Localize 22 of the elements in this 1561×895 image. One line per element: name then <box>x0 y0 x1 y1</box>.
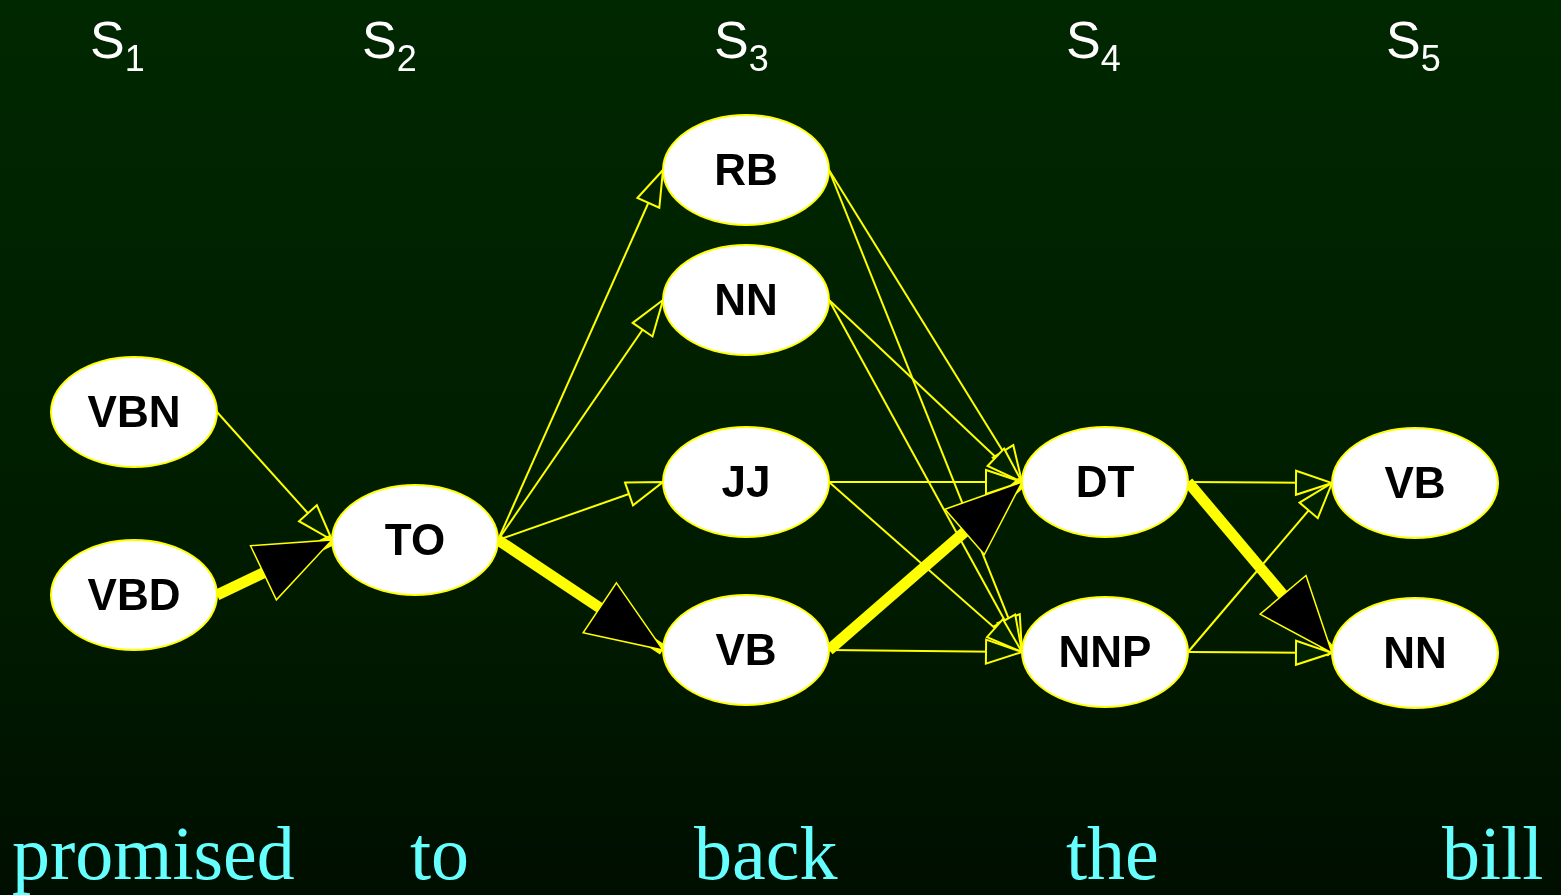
tag-label: DT <box>1075 457 1135 507</box>
tag-label: NN <box>714 275 778 325</box>
tag-label: VB <box>1384 458 1446 508</box>
word-label: back <box>694 815 838 891</box>
state-label: S$_{3}$ <box>714 10 769 80</box>
tag-label: NN <box>1383 628 1447 678</box>
state-label: S$_{5}$ <box>1386 10 1441 80</box>
tag-label: NNP <box>1058 627 1152 677</box>
tag-label: TO <box>384 515 446 565</box>
state-label: S$_{1}$ <box>90 10 145 80</box>
tag-label: JJ <box>721 457 771 507</box>
word-label: bill <box>1442 815 1544 891</box>
tag-label: RB <box>714 145 778 195</box>
state-label: S$_{4}$ <box>1066 10 1121 80</box>
word-label: to <box>410 815 470 891</box>
tag-label: VB <box>715 625 777 675</box>
tag-label: VBN <box>87 387 181 437</box>
state-label: S$_{2}$ <box>362 10 417 80</box>
tag-label: VBD <box>87 570 181 620</box>
arrow <box>828 299 1023 483</box>
word-label: the <box>1066 815 1159 891</box>
arrow <box>1187 639 1333 666</box>
